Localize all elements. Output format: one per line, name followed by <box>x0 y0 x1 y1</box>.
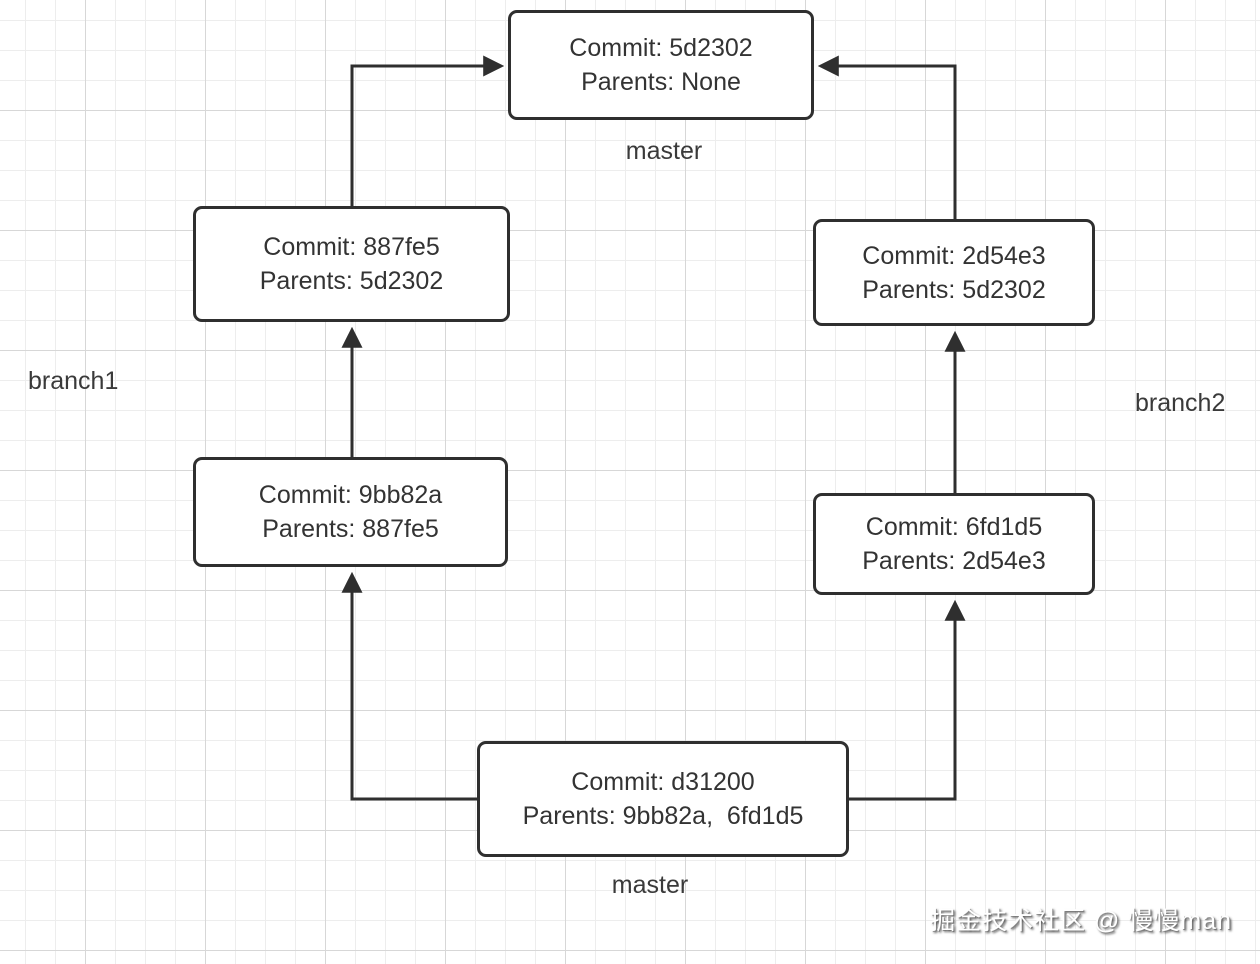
commit-node-5d2302: Commit: 5d2302 Parents: None <box>508 10 814 120</box>
arrow-2d54e3-to-5d2302 <box>817 55 957 219</box>
commit-id-text: Commit: 9bb82a <box>258 481 443 509</box>
commit-node-2d54e3: Commit: 2d54e3 Parents: 5d2302 <box>813 219 1095 326</box>
commit-parents-text: Parents: 887fe5 <box>262 515 439 543</box>
commit-id-text: Commit: 5d2302 <box>569 34 753 62</box>
commit-id-text: Commit: 887fe5 <box>263 233 440 261</box>
label-master-top: master <box>625 137 703 165</box>
label-branch1: branch1 <box>28 367 119 395</box>
commit-id-text: Commit: 2d54e3 <box>862 241 1046 270</box>
commit-node-887fe5: Commit: 887fe5 Parents: 5d2302 <box>193 206 510 322</box>
commit-parents-text: Parents: None <box>581 68 741 96</box>
arrow-887fe5-to-5d2302 <box>350 55 505 206</box>
commit-parents-text: Parents: 2d54e3 <box>862 547 1046 575</box>
commit-parents-text: Parents: 5d2302 <box>862 275 1046 304</box>
commit-node-9bb82a: Commit: 9bb82a Parents: 887fe5 <box>193 457 508 567</box>
commit-node-d31200: Commit: d31200 Parents: 9bb82a, 6fd1d5 <box>477 741 849 857</box>
watermark-text: 掘金技术社区 @ 慢慢man <box>930 907 1232 935</box>
commit-id-text: Commit: 6fd1d5 <box>865 513 1043 541</box>
commit-node-6fd1d5: Commit: 6fd1d5 Parents: 2d54e3 <box>813 493 1095 595</box>
arrow-d31200-to-9bb82a <box>341 571 477 801</box>
arrow-d31200-to-6fd1d5 <box>849 599 966 801</box>
commit-parents-text: Parents: 5d2302 <box>259 267 444 295</box>
commit-id-text: Commit: d31200 <box>571 768 755 796</box>
label-branch2: branch2 <box>1135 389 1226 417</box>
label-master-bottom: master <box>611 871 689 899</box>
commit-parents-text: Parents: 9bb82a, 6fd1d5 <box>522 802 804 830</box>
